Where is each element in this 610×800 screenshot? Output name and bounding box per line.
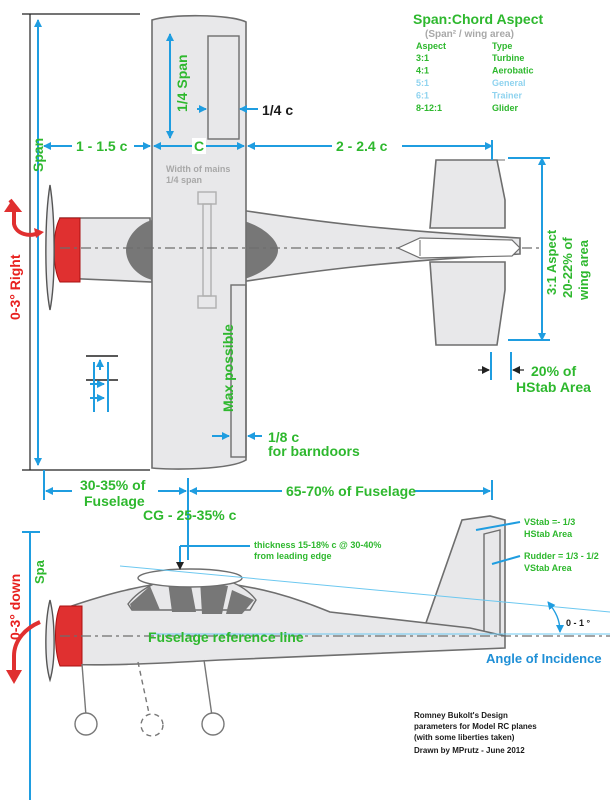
- right-thrust-arrowtail: [34, 228, 44, 238]
- thickness-label-2: from leading edge: [254, 551, 332, 561]
- aspect-row-ratio: 5:1: [416, 78, 429, 88]
- aspect-row-type: Glider: [492, 103, 519, 113]
- thickness-arrowhead: [176, 562, 184, 570]
- down-thrust-arrowhead: [6, 670, 22, 684]
- fuse-front-label-bg: [72, 477, 158, 511]
- vertical-stabilizer: [418, 515, 506, 641]
- rudder-label-1: Rudder = 1/3 - 1/2: [524, 551, 599, 561]
- vstab-label-1: VStab =- 1/3: [524, 517, 575, 527]
- angle-of-incidence-label: Angle of Incidence: [486, 651, 602, 666]
- aspect-row-type: Trainer: [492, 91, 523, 101]
- canopy-window-3: [200, 580, 228, 614]
- hstab-aspect-label-2: 20-22% of: [560, 237, 575, 298]
- credit-line-1: Romney Bukolt's Design: [414, 711, 508, 720]
- aspect-col-header: Aspect: [416, 41, 446, 51]
- hstab-aspect-label-1: 3:1 Aspect: [544, 229, 559, 295]
- side-view: Spa 0-3° down 0 - 1 °: [6, 515, 610, 800]
- fuse-front-label-1: 30-35% of: [80, 477, 146, 493]
- aspect-row-ratio: 8-12:1: [416, 103, 442, 113]
- barndoor-label-2: for barndoors: [268, 443, 360, 459]
- fuse-rear-label: 65-70% of Fuselage: [286, 483, 416, 499]
- tail-length-label: 2 - 2.4 c: [336, 138, 388, 154]
- aspect-row-type: General: [492, 78, 526, 88]
- top-view: 1/4 Span 1/4 c 1 - 1.5 c C 2 - 2.4 c Wid…: [4, 13, 591, 560]
- aspect-row-ratio: 3:1: [416, 53, 429, 63]
- propeller-top: [45, 184, 55, 311]
- incidence-range-label: 0 - 1 °: [566, 618, 591, 628]
- aileron: [207, 35, 240, 140]
- main-gear-strut: [203, 659, 213, 717]
- nose-wheel: [74, 712, 98, 736]
- credit-line-2: parameters for Model RC planes: [414, 722, 537, 731]
- main-wheel: [201, 712, 225, 736]
- credit-line-3: (with some liberties taken): [414, 733, 515, 742]
- cg-label: CG - 25-35% c: [143, 507, 237, 523]
- credit-line-4: Drawn by MPrutz - June 2012: [414, 746, 525, 755]
- max-possible-label: Max possible: [220, 324, 236, 412]
- wing-airfoil: [137, 568, 243, 588]
- fuselage-tail-boom: [239, 209, 521, 283]
- quarter-span-label: 1/4 Span: [174, 54, 190, 112]
- flap-barndoor: [230, 284, 247, 458]
- aspect-table: Span:Chord Aspect (Span² / wing area) As…: [413, 11, 543, 113]
- tail-length-label-bg: [332, 138, 402, 154]
- down-thrust-arrow: [12, 620, 41, 672]
- canopy-right: [240, 220, 278, 280]
- deflection-icon: [86, 355, 118, 412]
- fuse-front-label-2: Fuselage: [84, 493, 145, 509]
- main-gear-axle: [202, 203, 212, 297]
- barndoor-label-1: 1/8 c: [268, 429, 299, 445]
- elevator-area-label-1: 20% of: [531, 363, 576, 379]
- rudder-leader: [491, 555, 521, 565]
- hstab-lower: [429, 261, 506, 346]
- aspect-row-ratio: 4:1: [416, 66, 429, 76]
- aspect-row-type: Turbine: [492, 53, 524, 63]
- aspect-table-title: Span:Chord Aspect: [413, 11, 543, 27]
- mains-width-label-1: Width of mains: [166, 164, 230, 174]
- alt-wheel: [140, 713, 164, 737]
- reference-line-label: Fuselage reference line: [148, 629, 304, 645]
- canopy-window-4: [226, 590, 254, 614]
- main-wing: [151, 14, 247, 470]
- chord-label: C: [194, 138, 204, 154]
- nose-length-label: 1 - 1.5 c: [76, 138, 128, 154]
- side-span-label: Spa: [32, 559, 47, 584]
- vstab-leader: [475, 521, 521, 531]
- rudder-label-2: VStab Area: [524, 563, 573, 573]
- vstab-label-2: HStab Area: [524, 529, 573, 539]
- hstab-aspect-label-3: wing area: [576, 239, 591, 301]
- right-thrust-arrowhead: [4, 200, 20, 212]
- right-thrust-label: 0-3° Right: [7, 254, 23, 320]
- credits: Romney Bukolt's Design parameters for Mo…: [414, 711, 537, 755]
- canopy-window-1: [130, 586, 160, 610]
- aspect-row-type: Aerobatic: [492, 66, 534, 76]
- aspect-table-subtitle: (Span² / wing area): [425, 29, 514, 40]
- nose-length-label-bg: [72, 138, 134, 154]
- type-col-header: Type: [492, 41, 512, 51]
- down-thrust-label: 0-3° down: [7, 574, 23, 640]
- canopy-left: [126, 220, 152, 280]
- incidence-line: [119, 565, 610, 613]
- chord-label-bg: [192, 138, 206, 154]
- quarter-c-label: 1/4 c: [262, 102, 293, 118]
- canopy-window-2: [168, 580, 196, 612]
- nose-gear-strut: [81, 663, 87, 717]
- alt-gear-strut: [137, 661, 151, 719]
- span-label: Span: [30, 138, 46, 172]
- engine-cowl: [53, 217, 81, 283]
- vstab-top-view: [396, 237, 521, 259]
- elevator-area-label-2: HStab Area: [516, 379, 591, 395]
- incidence-arc: [547, 601, 564, 633]
- propeller-side: [45, 599, 55, 683]
- fuse-rear-label-bg: [282, 483, 414, 499]
- aspect-row-ratio: 6:1: [416, 91, 429, 101]
- thickness-label-1: thickness 15-18% c @ 30-40%: [254, 540, 381, 550]
- hstab-upper: [429, 159, 506, 229]
- mains-width-label-2: 1/4 span: [166, 175, 202, 185]
